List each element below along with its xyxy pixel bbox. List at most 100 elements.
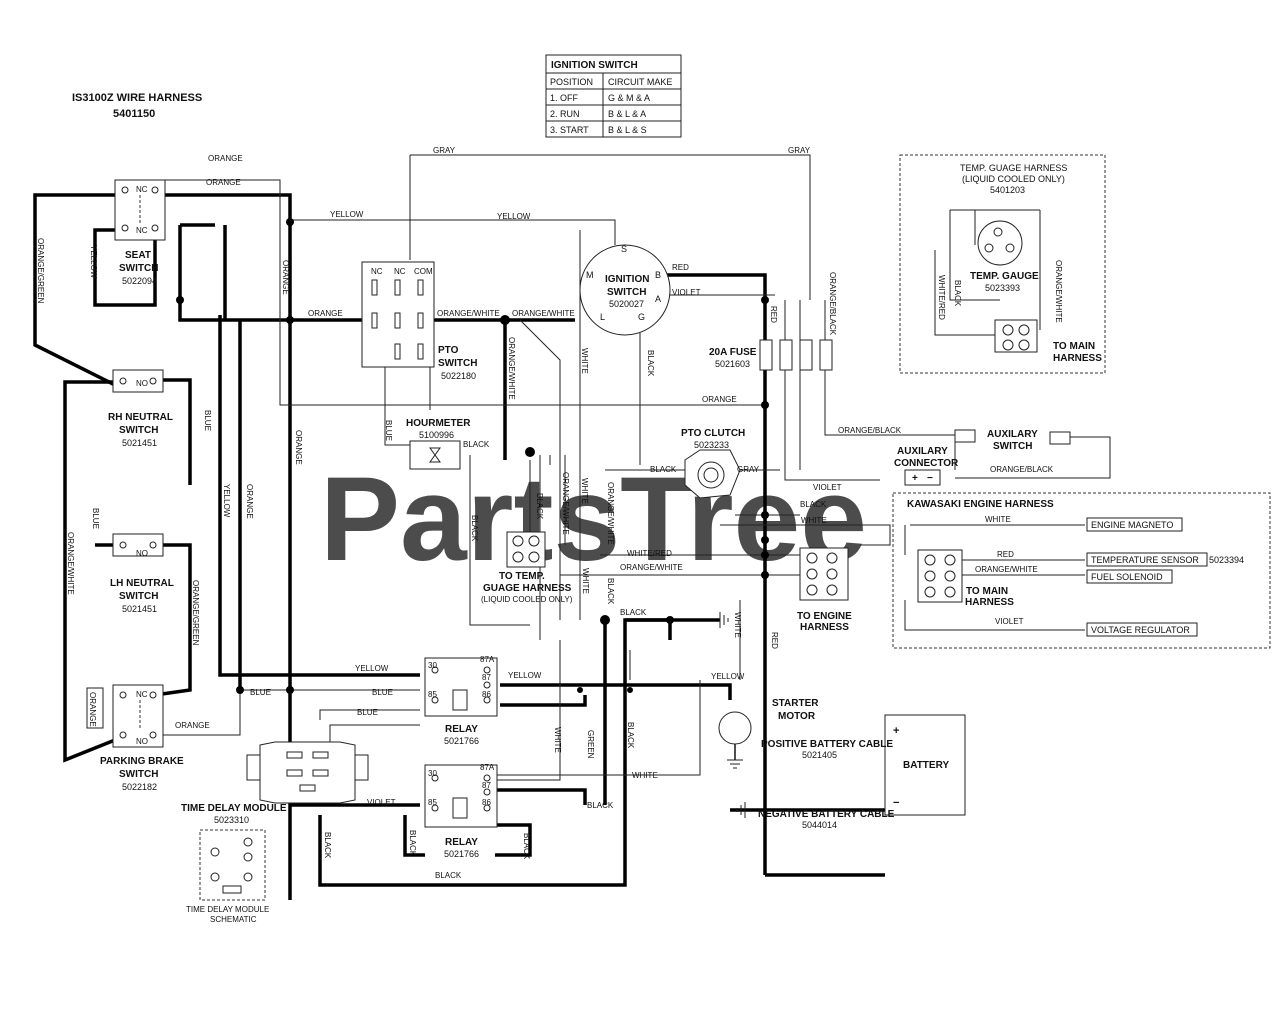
- wire-label-gray: GRAY: [433, 146, 456, 155]
- wire-label-orange-green: ORANGE/GREEN: [191, 580, 200, 646]
- thick-wires: [33, 193, 885, 900]
- engine-magneto: ENGINE MAGNETO: [1091, 520, 1173, 530]
- temperature-sensor: TEMPERATURE SENSOR: [1091, 555, 1199, 565]
- wire-label-white: WHITE: [553, 727, 562, 753]
- wire-label-orange: ORANGE: [294, 430, 303, 465]
- temp-gauge-harness: TEMP. GUAGE HARNESS (LIQUID COOLED ONLY)…: [899, 154, 1106, 374]
- aux-switch-label2: SWITCH: [993, 441, 1032, 452]
- pto-clutch: PTO CLUTCH 5023233: [681, 428, 745, 499]
- pto-switch: NC NC COM PTO SWITCH 5022180: [361, 261, 477, 381]
- rh-neutral-label2: SWITCH: [119, 425, 158, 436]
- wire-label-red: RED: [770, 632, 779, 649]
- aux-connector-minus: −: [927, 473, 933, 484]
- temp-harness-note: (LIQUID COOLED ONLY): [481, 595, 573, 604]
- wire-label-black: BLACK: [535, 493, 544, 520]
- hourmeter-part: 5100996: [419, 430, 454, 440]
- ignition-label2: SWITCH: [607, 287, 646, 298]
- relay-2: 30 87A 87 85 86 RELAY 5021766: [424, 763, 498, 859]
- wire-label-orange-white: ORANGE/WHITE: [975, 565, 1038, 574]
- wire-label-black: BLACK: [463, 440, 490, 449]
- wire-label-white-red: WHITE/RED: [627, 549, 672, 558]
- temp-gauge-main2: HARNESS: [1053, 353, 1102, 364]
- pto-switch-label2: SWITCH: [438, 358, 477, 369]
- pto-switch-part: 5022180: [441, 371, 476, 381]
- wire-label-white: WHITE: [985, 515, 1011, 524]
- relay1-30: 30: [428, 661, 437, 670]
- diagram-part-number: 5401150: [113, 108, 155, 120]
- lh-neutral-label2: SWITCH: [119, 591, 158, 602]
- temperature-sensor-part: 5023394: [1209, 555, 1244, 565]
- temp-gauge-harness-title: TEMP. GUAGE HARNESS: [960, 163, 1067, 173]
- wire-label-red: RED: [997, 550, 1014, 559]
- wire-label-orange-white: ORANGE/WHITE: [561, 472, 570, 535]
- wire-label-orange-white: ORANGE/WHITE: [66, 532, 75, 595]
- relay2-86: 86: [482, 798, 491, 807]
- wire-label-black: BLACK: [435, 871, 462, 880]
- ignition-s: S: [621, 244, 627, 254]
- wire-label-black: BLACK: [408, 830, 417, 857]
- wire-label-yellow: YELLOW: [222, 484, 231, 518]
- temp-gauge-connector: TO TEMP. GUAGE HARNESS (LIQUID COOLED ON…: [481, 531, 573, 604]
- wire-label-blue: BLUE: [372, 688, 393, 697]
- wire-label-orange: ORANGE: [88, 692, 97, 727]
- parking-brake-label: PARKING BRAKE: [100, 756, 184, 767]
- lh-neutral-label: LH NEUTRAL: [110, 578, 174, 589]
- auxiliary: + − AUXILARY SWITCH AUXILARY CONNECTOR: [894, 429, 1071, 486]
- wire-label-orange-white: ORANGE/WHITE: [620, 563, 683, 572]
- seat-switch-label2: SWITCH: [119, 263, 158, 274]
- table-header-circuit: CIRCUIT MAKE: [608, 77, 672, 87]
- relay-1: 30 87A 87 85 86 RELAY 5021766: [424, 655, 498, 746]
- relay2-85: 85: [428, 798, 437, 807]
- hourmeter-label: HOURMETER: [406, 418, 471, 429]
- wire-label-orange-white: ORANGE/WHITE: [606, 482, 615, 545]
- relay1-86: 86: [482, 690, 491, 699]
- wire-label-orange: ORANGE: [245, 484, 254, 519]
- wire-label-black: BLACK: [620, 608, 647, 617]
- wire-label-yellow: YELLOW: [711, 672, 745, 681]
- neg-cable-label: NEGATIVE BATTERY CABLE: [758, 809, 895, 820]
- fuse-part: 5021603: [715, 359, 750, 369]
- watermark: PartsTree: [320, 452, 867, 586]
- wire-label-orange-black: ORANGE/BLACK: [828, 272, 837, 336]
- wire-label-orange-white: ORANGE/WHITE: [507, 337, 516, 400]
- battery: BATTERY + − POSITIVE BATTERY CABLE 50214…: [758, 714, 966, 830]
- pto-clutch-part: 5023233: [694, 440, 729, 450]
- relay2-87a: 87A: [480, 763, 495, 772]
- table-cell: 2. RUN: [550, 109, 580, 119]
- wire-label-yellow: YELLOW: [330, 210, 364, 219]
- table-cell: 3. START: [550, 125, 589, 135]
- rh-neutral-part: 5021451: [122, 438, 157, 448]
- starter-label: STARTER: [772, 698, 819, 709]
- temp-gauge-main: TO MAIN: [1053, 341, 1095, 352]
- table-title: IGNITION SWITCH: [551, 60, 638, 71]
- battery-label: BATTERY: [903, 760, 949, 771]
- wire-label-white: WHITE: [801, 516, 827, 525]
- temp-gauge-harness-part: 5401203: [990, 185, 1025, 195]
- ignition-g: G: [638, 312, 645, 322]
- pto-switch-nc1: NC: [371, 267, 383, 276]
- wire-label-violet: VIOLET: [367, 798, 396, 807]
- wire-label-white: WHITE: [581, 568, 590, 594]
- relay1-87: 87: [482, 673, 491, 682]
- wire-label-orange: ORANGE: [281, 260, 290, 295]
- hourmeter: HOURMETER 5100996: [406, 418, 471, 470]
- relay1-85: 85: [428, 690, 437, 699]
- pos-cable-label: POSITIVE BATTERY CABLE: [761, 739, 893, 750]
- voltage-regulator: VOLTAGE REGULATOR: [1091, 625, 1190, 635]
- wire-label-black: BLACK: [646, 350, 655, 377]
- wire-label-white-red: WHITE/RED: [937, 275, 946, 320]
- table-header-position: POSITION: [550, 77, 593, 87]
- wire-label-blue: BLUE: [91, 508, 100, 529]
- wire-label-orange: ORANGE: [206, 178, 241, 187]
- pto-clutch-label: PTO CLUTCH: [681, 428, 745, 439]
- ignition-switch-table: IGNITION SWITCH POSITION CIRCUIT MAKE 1.…: [545, 54, 682, 138]
- seat-switch: NC NC SEAT SWITCH 5022094: [114, 179, 166, 286]
- wire-label-orange: ORANGE: [208, 154, 243, 163]
- neg-cable-part: 5044014: [802, 820, 837, 830]
- wire-label-white: WHITE: [580, 348, 589, 374]
- starter-motor: STARTER MOTOR: [718, 698, 819, 769]
- table-cell: G & M & A: [608, 93, 650, 103]
- fuel-solenoid: FUEL SOLENOID: [1091, 572, 1163, 582]
- parking-brake-part: 5022182: [122, 782, 157, 792]
- wire-label-yellow: YELLOW: [355, 664, 389, 673]
